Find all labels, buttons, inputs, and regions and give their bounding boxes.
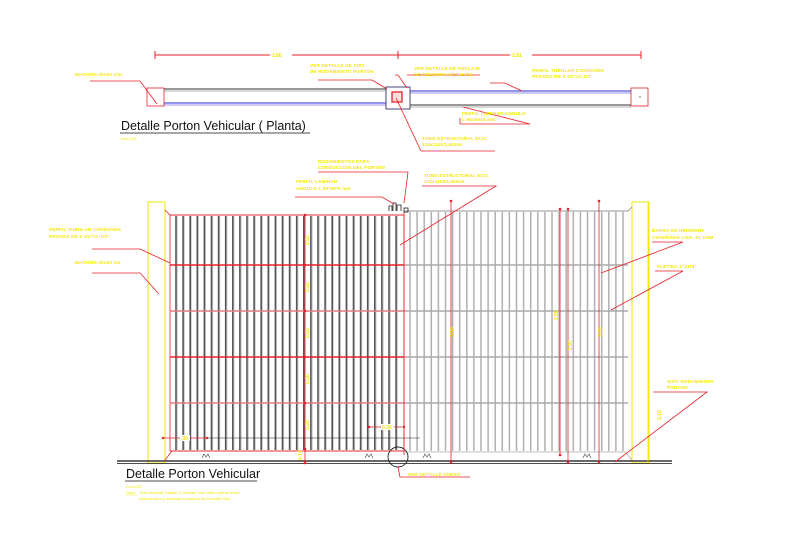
plan-label-tubo-2: 110x110X3,40mm — [422, 142, 462, 147]
label-sist-rodamiento-1: SIST. RODAMIENTO — [667, 379, 714, 384]
plan-label-perfil-laminar-1: PERFIL LAMINAR ANGULO — [462, 111, 526, 116]
label-machon: MACHON 20x30 cm — [75, 260, 121, 265]
row-height-3: 0.50 — [305, 328, 311, 338]
plan-view: 2.80 2.81 — [75, 51, 649, 152]
right-rails — [404, 264, 628, 404]
plan-left-leaf — [164, 88, 386, 106]
pillar-height-dim: 3.10 — [657, 410, 663, 420]
label-rodamientos-2: CONDUCCION DEL PORTON — [318, 165, 386, 170]
plan-label-machon: MACHON 20x20 c/m — [75, 72, 122, 77]
elevation-title: Detalle Porton Vehicular — [126, 467, 260, 481]
detail-circle — [387, 446, 409, 468]
plan-label-anclaje-1: VER DETALLE DE ANCLAJE — [414, 66, 480, 71]
label-sist-rodamiento-2: PORTON — [667, 385, 688, 390]
wheel-icon — [422, 453, 432, 459]
note-line-2: anticorrosivo y acabado en pintura de Es… — [139, 496, 231, 501]
plan-machon-left — [146, 87, 165, 107]
label-barra-2: CUADRADA LISA .01 1/2M — [652, 235, 714, 240]
plan-machon-right — [630, 87, 649, 107]
label-tubo-2: 110x110X3,40mm — [424, 179, 464, 184]
row-height-2: 0.50 — [305, 282, 311, 292]
plan-dimension-right: 2.81 — [512, 53, 522, 59]
height-d-dim: 3.00 — [598, 327, 604, 337]
left-bars — [175, 216, 398, 450]
row-height-labels: 0.50 0.50 0.50 0.50 0.50 0.14 — [298, 235, 311, 460]
plan-label-rodamiento-2: DE RODAMIENTO PORTON — [310, 69, 374, 74]
plan-label-perfil-tubular-1: PERFIL TUBULAR CONDUVEN — [532, 68, 604, 73]
elevation-leaders — [92, 171, 709, 478]
plan-central-column — [385, 86, 411, 110]
wheel-icon — [201, 453, 211, 459]
row-height-4: 0.50 — [305, 374, 311, 384]
note-label: Nota: — [126, 490, 136, 495]
plan-leaders — [90, 74, 531, 152]
machon-right — [631, 201, 650, 464]
label-perfil-tubular-1: PERFIL TUBULAR CONDUVEN — [49, 227, 121, 232]
right-gate-leaf — [404, 206, 633, 461]
note-line-1: Todo material Tubular y Cabillas, solo d… — [139, 490, 240, 495]
label-tubo-1: TUBO ESTRUCTURAL ECO. — [424, 173, 489, 178]
plan-title: Detalle Porton Vehicular ( Planta) — [121, 119, 306, 133]
plan-label-anclaje-2: DE COLUMNA METALICA — [414, 72, 474, 77]
height-b-dim: 2.85 — [554, 310, 560, 320]
height-c-dim: 2.97 — [568, 340, 574, 350]
left-gap-dim: .30 — [181, 436, 188, 442]
plan-label-perfil-tubular-2: PESADO DE 2-1/2"x1-1/2" — [532, 74, 593, 79]
machon-left — [147, 201, 166, 464]
rodamientos-hardware — [388, 202, 409, 213]
label-rodamientos-1: RODAMIENTOS PARA — [318, 159, 370, 164]
elevation-scale: Esc:1/25 — [126, 484, 142, 489]
base-height: 0.14 — [298, 450, 304, 460]
left-gate-leaf — [164, 209, 405, 461]
wheel-icon — [582, 453, 592, 459]
plan-label-perfil-laminar-2: L 65x65x5 mm — [462, 117, 496, 122]
plan-label-tubo-1: TUBO ESTRUCTURAL ECO. — [422, 136, 487, 141]
label-ver-detalle-anexo: VER DETALLE ANEXO — [408, 472, 461, 477]
label-perfil-tubular-2: PESADO DE 2-1/2"x1-1/2" — [49, 234, 110, 239]
wheel-icon — [364, 453, 374, 459]
wheel-symbols — [201, 453, 592, 459]
label-perfil-laminar-2: ANGULO L 50*50*5 mm — [296, 186, 351, 191]
row-height-5: 0.50 — [305, 420, 311, 430]
plan-tubo-estructural — [391, 91, 403, 103]
label-pletina: PLETINA 1"x1/8" — [657, 264, 697, 269]
elevation-view: 0.50 0.50 0.50 0.50 0.50 0.14 .30 0.30 — [49, 159, 714, 501]
label-barra-1: BARRA DE HERRERIA — [652, 228, 705, 233]
row-height-1: 0.50 — [305, 235, 311, 245]
label-perfil-laminar-1: PERFIL LAMINAR — [296, 179, 338, 184]
right-bars — [409, 212, 624, 451]
left-rails — [170, 264, 404, 404]
plan-label-rodamiento-1: VER DETALLE DE SIST. — [310, 63, 365, 68]
plan-right-leaf — [410, 90, 631, 108]
plan-dimension-line — [154, 51, 642, 59]
plan-dimension-left: 2.80 — [272, 53, 282, 59]
height-a-dim: 3.00 — [450, 327, 456, 337]
right-dimension-lines — [450, 201, 600, 462]
plan-scale: Esc:1/25 — [121, 136, 137, 141]
right-gap-dim: 0.30 — [382, 425, 392, 431]
